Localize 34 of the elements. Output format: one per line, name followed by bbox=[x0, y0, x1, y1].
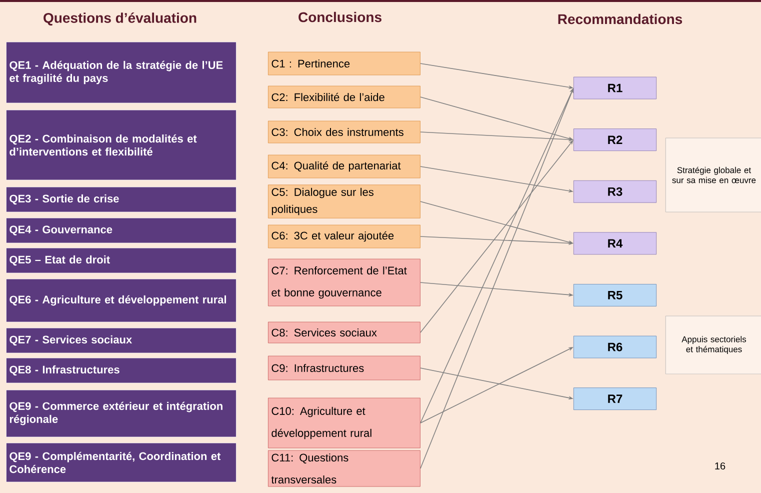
column-heading: Conclusions bbox=[298, 12, 382, 22]
conclusion-box: C3: Choix des instruments bbox=[268, 120, 420, 144]
recommendation-box: R6 bbox=[573, 336, 657, 358]
question-box: QE9 - Complémentarité, Coordination et Cohérence bbox=[6, 442, 236, 482]
column-heading: Questions d’évaluation bbox=[44, 12, 196, 26]
question-box: QE7 - Services sociaux bbox=[6, 328, 236, 354]
recommendation-box: R1 bbox=[573, 76, 657, 100]
page-number: 16 bbox=[715, 462, 726, 470]
question-box: QE8 - Infrastructures bbox=[6, 358, 236, 384]
question-box: QE2 - Combinaison de modalités et d’interventions et flexibilité bbox=[6, 110, 236, 180]
conclusion-box: C1 : Pertinence bbox=[268, 52, 420, 76]
question-box: QE6 - Agriculture et développement rural bbox=[6, 278, 236, 322]
recommendation-box: R2 bbox=[573, 128, 657, 151]
recommendation-box: R5 bbox=[573, 284, 657, 306]
note-box: Stratégie globale et sur sa mise en œuvre bbox=[665, 138, 761, 212]
conclusion-box: C10: Agriculture et développement rural bbox=[268, 398, 420, 448]
recommendation-box: R3 bbox=[573, 180, 657, 203]
recommendation-box: R7 bbox=[573, 388, 657, 410]
conclusion-box: C4: Qualité de partenariat bbox=[268, 154, 420, 178]
question-box: QE5 – Etat de droit bbox=[6, 248, 236, 274]
recommendation-box: R4 bbox=[573, 232, 657, 255]
question-box: QE9 - Commerce extérieur et intégration régionale bbox=[6, 390, 236, 438]
column-heading: Recommandations bbox=[558, 14, 682, 24]
question-box: QE4 - Gouvernance bbox=[6, 218, 236, 244]
conclusion-box: C2: Flexibilité de l’aide bbox=[268, 86, 420, 108]
conclusion-box: C9: Infrastructures bbox=[268, 356, 420, 380]
conclusion-box: C11: Questions transversales bbox=[268, 450, 420, 487]
conclusion-box: C8: Services sociaux bbox=[268, 322, 420, 344]
note-box: Appuis sectoriels et thématiques bbox=[665, 316, 761, 374]
conclusion-box: C7: Renforcement de l’Etat et bonne gouvernance bbox=[268, 258, 420, 306]
conclusion-box: C5: Dialogue sur les politiques bbox=[268, 184, 420, 218]
conclusion-box: C6: 3C et valeur ajoutée bbox=[268, 224, 420, 248]
question-box: QE3 - Sortie de crise bbox=[6, 186, 236, 212]
question-box: QE1 - Adéquation de la stratégie de l’UE et fragilité du pays bbox=[6, 42, 236, 104]
